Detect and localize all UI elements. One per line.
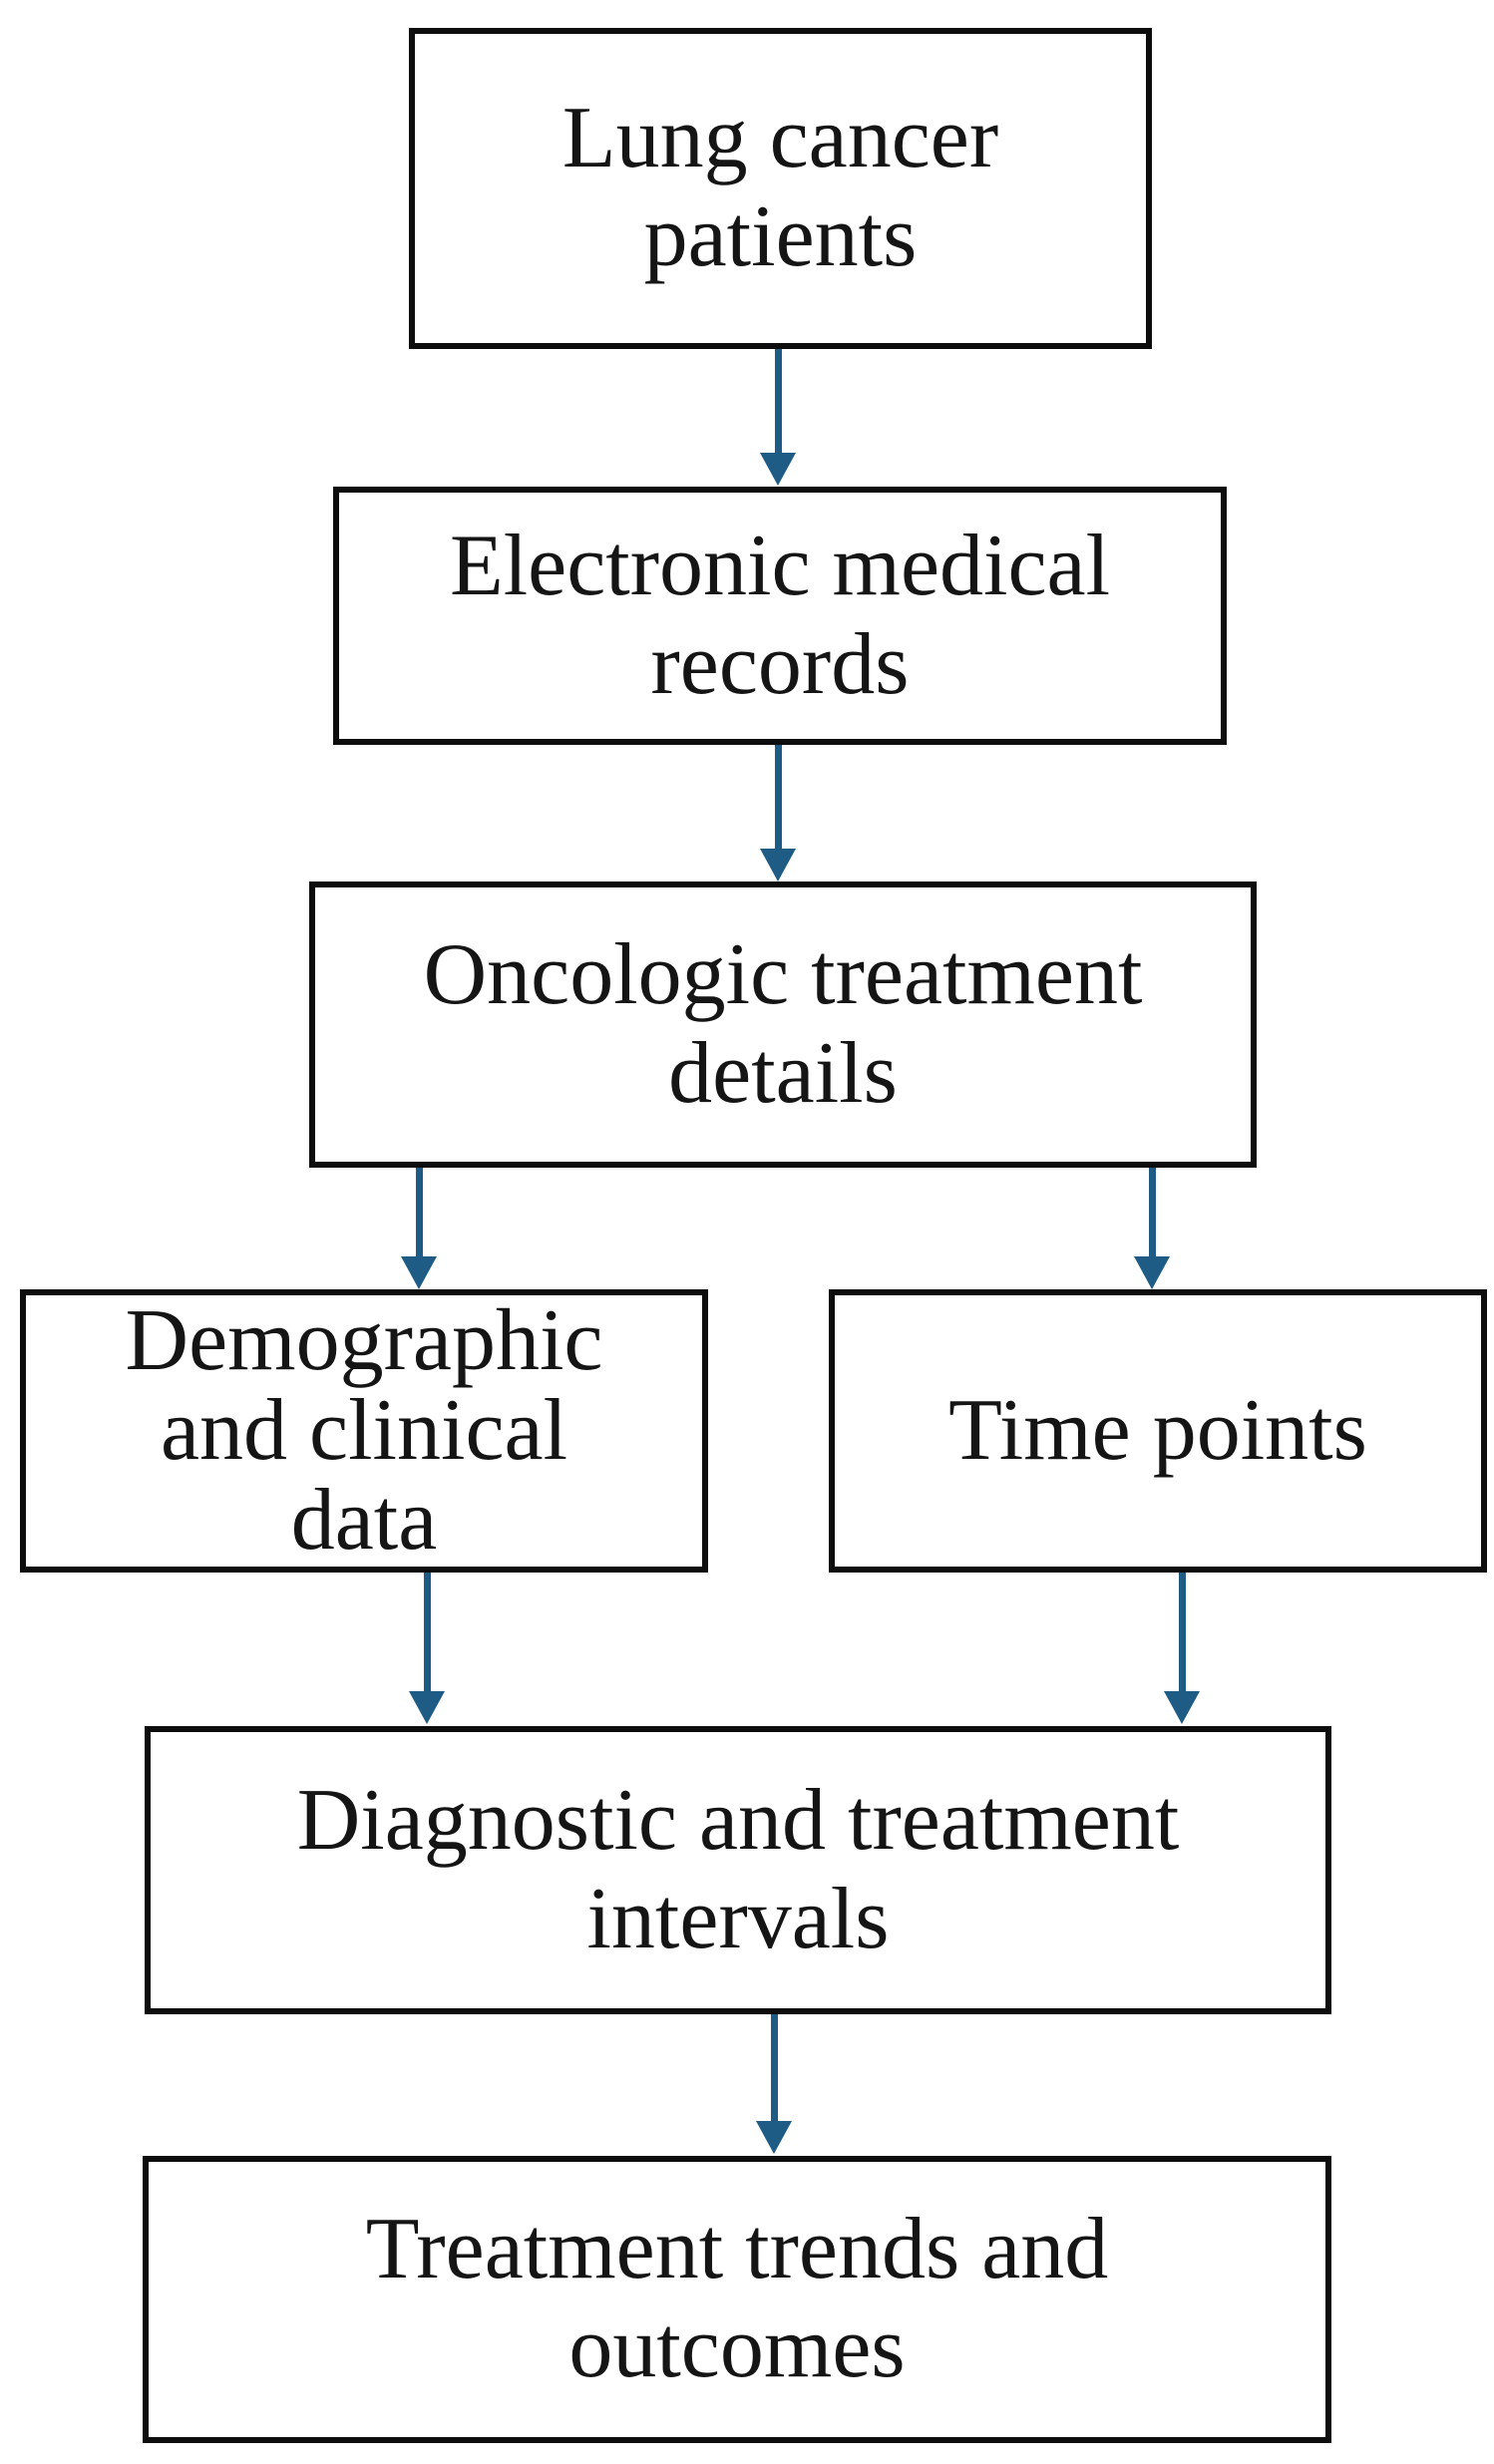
node-label: Treatment trends and outcomes bbox=[366, 2201, 1109, 2397]
node-label-line: records bbox=[650, 615, 910, 713]
node-label-line: details bbox=[668, 1024, 898, 1122]
node-label: Oncologic treatment details bbox=[424, 926, 1143, 1123]
node-label-line: patients bbox=[643, 188, 918, 285]
node-label: Lung cancer patients bbox=[562, 90, 998, 286]
node-label: Time points bbox=[948, 1382, 1367, 1481]
arrow-shaft bbox=[1149, 1168, 1156, 1259]
arrow-head-icon bbox=[760, 849, 796, 881]
node-label-line: Lung cancer bbox=[561, 90, 999, 187]
arrow-shaft bbox=[416, 1168, 423, 1259]
node-label: Diagnostic and treatment intervals bbox=[297, 1772, 1180, 1968]
node-oncologic-treatment-details: Oncologic treatment details bbox=[309, 881, 1257, 1168]
arrow-head-icon bbox=[1164, 1691, 1200, 1724]
node-demographic-clinical-data: Demographic and clinical data bbox=[20, 1289, 708, 1573]
arrow-head-icon bbox=[401, 1256, 437, 1289]
node-label-line: Electronic medical bbox=[449, 517, 1111, 614]
node-label-line: Treatment trends and bbox=[365, 2201, 1109, 2298]
arrow-shaft bbox=[775, 349, 782, 456]
arrow-shaft bbox=[1179, 1573, 1186, 1694]
node-diagnostic-treatment-intervals: Diagnostic and treatment intervals bbox=[145, 1726, 1331, 2014]
node-label-line: data bbox=[290, 1471, 438, 1569]
arrow-head-icon bbox=[760, 453, 796, 486]
node-label-line: Demographic bbox=[125, 1292, 603, 1390]
arrow-head-icon bbox=[756, 2121, 792, 2154]
node-lung-cancer-patients: Lung cancer patients bbox=[409, 28, 1152, 349]
node-label: Electronic medical records bbox=[450, 518, 1110, 714]
arrow-shaft bbox=[771, 2014, 778, 2124]
node-electronic-medical-records: Electronic medical records bbox=[333, 487, 1227, 745]
node-label-line: Diagnostic and treatment bbox=[296, 1771, 1180, 1869]
node-label-line: outcomes bbox=[568, 2299, 906, 2396]
arrow-head-icon bbox=[1134, 1256, 1170, 1289]
node-label: Demographic and clinical data bbox=[126, 1296, 603, 1565]
arrow-shaft bbox=[775, 745, 782, 852]
node-label-line: Time points bbox=[948, 1381, 1367, 1479]
node-label-line: intervals bbox=[586, 1870, 890, 1967]
node-label-line: and clinical bbox=[160, 1382, 568, 1480]
node-treatment-trends-outcomes: Treatment trends and outcomes bbox=[143, 2156, 1331, 2443]
node-label-line: Oncologic treatment bbox=[423, 925, 1143, 1023]
node-time-points: Time points bbox=[829, 1289, 1487, 1573]
arrow-head-icon bbox=[409, 1691, 445, 1724]
arrow-shaft bbox=[424, 1573, 431, 1694]
